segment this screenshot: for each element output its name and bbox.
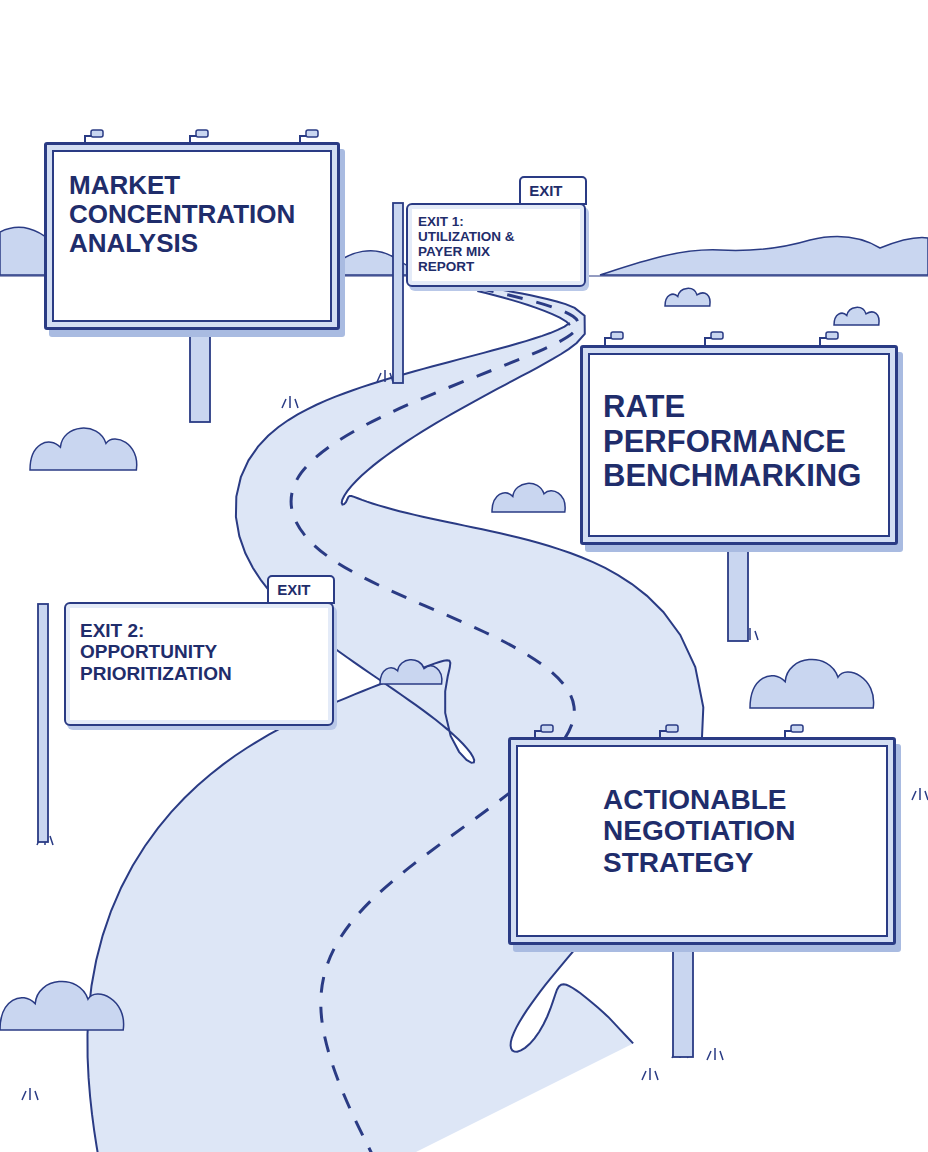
bush (30, 428, 137, 470)
sign-post (728, 545, 748, 641)
sign-text: MARKET CONCENTRATION ANALYSIS (69, 171, 277, 258)
billboard: ACTIONABLE NEGOTIATION STRATEGY (508, 737, 896, 945)
grass-tuft (282, 396, 298, 408)
sign-text: ACTIONABLE NEGOTIATION STRATEGY (603, 784, 831, 878)
road-center-line (291, 288, 578, 1152)
billboard-lamp (711, 332, 723, 339)
grass-tuft (642, 1068, 658, 1080)
bush (492, 483, 565, 512)
billboard: RATE PERFORMANCE BENCHMARKING (580, 345, 898, 545)
billboard: MARKET CONCENTRATION ANALYSIS (44, 142, 340, 330)
billboard-lamp (196, 130, 208, 137)
hill (600, 237, 928, 275)
billboard-lamp (666, 725, 678, 732)
exit-sign: EXITEXIT 2: OPPORTUNITY PRIORITIZATION (64, 602, 334, 726)
bush (0, 981, 124, 1030)
sign-post (393, 203, 403, 383)
billboard-lamp (91, 130, 103, 137)
billboard-lamp (306, 130, 318, 137)
exit-tab-label: EXIT (519, 176, 586, 205)
bush (834, 307, 879, 325)
sign-post (190, 330, 210, 422)
checklist-icon (284, 0, 586, 660)
bush (750, 659, 874, 708)
bush (380, 660, 442, 684)
sign-text: RATE PERFORMANCE BENCHMARKING (603, 390, 879, 494)
grass-tuft (912, 788, 928, 800)
exit-sign: EXITEXIT 1: UTILIZATION & PAYER MIX REPO… (406, 203, 586, 287)
billboard-lamp (541, 725, 553, 732)
billboard-lamp (826, 332, 838, 339)
bush (665, 288, 710, 306)
exit-tab-label: EXIT (267, 575, 334, 604)
sign-text: EXIT 1: UTILIZATION & PAYER MIX REPORT (418, 214, 550, 274)
sign-post (673, 945, 693, 1057)
billboard-lamp (611, 332, 623, 339)
grass-tuft (707, 1048, 723, 1060)
billboard-lamp (791, 725, 803, 732)
sign-post (38, 604, 48, 842)
grass-tuft (22, 1088, 38, 1100)
sign-text: EXIT 2: OPPORTUNITY PRIORITIZATION (80, 620, 268, 684)
grass-tuft (377, 370, 393, 382)
